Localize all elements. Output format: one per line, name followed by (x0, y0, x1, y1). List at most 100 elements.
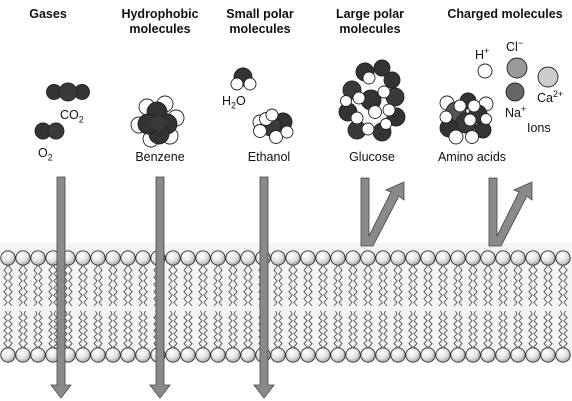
large-polar-header: Large polar molecules (320, 7, 420, 37)
lipid-tail (518, 310, 523, 351)
large-polar-header-line1: Large polar (335, 7, 405, 21)
o2-molecule (34, 122, 65, 140)
cl-ion-particle (506, 57, 528, 79)
lipid-head (195, 347, 211, 363)
cl-ion-label-base: Cl (506, 40, 518, 54)
lipid-tail (308, 262, 313, 307)
h-ion-label: H+ (475, 46, 499, 63)
ions-group (477, 57, 559, 102)
lipid-head (210, 347, 226, 363)
lipid-head (330, 250, 346, 266)
lipid-head (345, 347, 361, 363)
lipid-tail (293, 310, 298, 351)
ethanol-label-text: Ethanol (247, 150, 291, 164)
large-polar-header-line2: molecules (339, 22, 401, 36)
ca-ion-particle (537, 66, 559, 88)
lipid-tail (488, 310, 493, 351)
lipid-head (420, 250, 436, 266)
lipid-tail (408, 310, 413, 351)
lipid-tail (218, 262, 223, 307)
lipid-head (495, 250, 511, 266)
lipid-tail (383, 310, 388, 351)
lipid-tail (548, 310, 553, 351)
lipid-tail (68, 310, 73, 351)
lipid-tail (278, 310, 283, 351)
lipid-head (465, 250, 481, 266)
lipid-head (180, 347, 196, 363)
lipid-heads-inner (0, 347, 571, 363)
lipid-head (540, 250, 556, 266)
lipid-tail (108, 262, 113, 307)
lipid-head (315, 347, 331, 363)
lipid-head (495, 347, 511, 363)
lipid-tail (503, 262, 508, 307)
lipid-tail (548, 262, 553, 307)
lipid-tail (213, 262, 218, 307)
lipid-tail (363, 262, 368, 307)
glucose-label: Glucose (332, 150, 412, 165)
amino-acids-label-text: Amino acids (437, 150, 507, 164)
lipid-head (375, 250, 391, 266)
lipid-tail (38, 310, 43, 351)
lipid-tail (458, 310, 463, 351)
lipid-tail (173, 262, 178, 307)
lipid-head (240, 347, 256, 363)
lipid-tail (318, 310, 323, 351)
benzene-label: Benzene (120, 150, 200, 165)
co2-molecule (46, 82, 90, 102)
lipid-tail (233, 310, 238, 351)
lipid-tail (308, 310, 313, 351)
lipid-tail (123, 310, 128, 351)
lipid-head (285, 347, 301, 363)
charged-header: Charged molecules (438, 7, 572, 22)
cl-ion-label: Cl− (506, 38, 536, 55)
lipid-head (375, 347, 391, 363)
lipid-head (0, 347, 16, 363)
lipid-tail (168, 262, 173, 307)
lipid-tail (123, 262, 128, 307)
lipid-tail (138, 262, 143, 307)
lipid-tail (543, 310, 548, 351)
lipid-tail (273, 310, 278, 351)
hydrophobic-arrow (149, 176, 171, 399)
lipid-tail (303, 262, 308, 307)
ethanol-molecule (252, 108, 294, 144)
lipid-head (300, 347, 316, 363)
lipid-tail (273, 262, 278, 307)
ca-ion-label-sup: 2+ (552, 88, 564, 99)
lipid-head (300, 250, 316, 266)
lipid-tail (438, 310, 443, 351)
lipid-tail (3, 262, 8, 307)
lipid-tail (398, 310, 403, 351)
lipid-tail (428, 310, 433, 351)
lipid-head (525, 250, 541, 266)
lipid-tail (183, 262, 188, 307)
h2o-label-post: O (236, 94, 246, 108)
lipid-tail (138, 310, 143, 351)
lipid-tail (423, 310, 428, 351)
lipid-tail (213, 310, 218, 351)
benzene-molecule (130, 95, 185, 148)
lipid-head (480, 250, 496, 266)
h2o-label-pre: H (222, 94, 232, 108)
lipid-tail (143, 262, 148, 307)
lipid-head (120, 347, 136, 363)
lipid-tail (8, 310, 13, 351)
lipid-head (525, 347, 541, 363)
lipid-tail (93, 310, 98, 351)
lipid-tail (468, 310, 473, 351)
lipid-tail (353, 310, 358, 351)
lipid-tail (383, 262, 388, 307)
lipid-tail (413, 310, 418, 351)
lipid-head (555, 250, 571, 266)
lipid-tail (198, 310, 203, 351)
lipid-tail (443, 262, 448, 307)
lipid-tail (293, 262, 298, 307)
lipid-head (285, 250, 301, 266)
lipid-tail (483, 310, 488, 351)
lipid-head (540, 347, 556, 363)
lipid-head (180, 250, 196, 266)
charged-bounce-arrow (488, 177, 533, 247)
na-ion-label: Na+ (505, 104, 535, 121)
